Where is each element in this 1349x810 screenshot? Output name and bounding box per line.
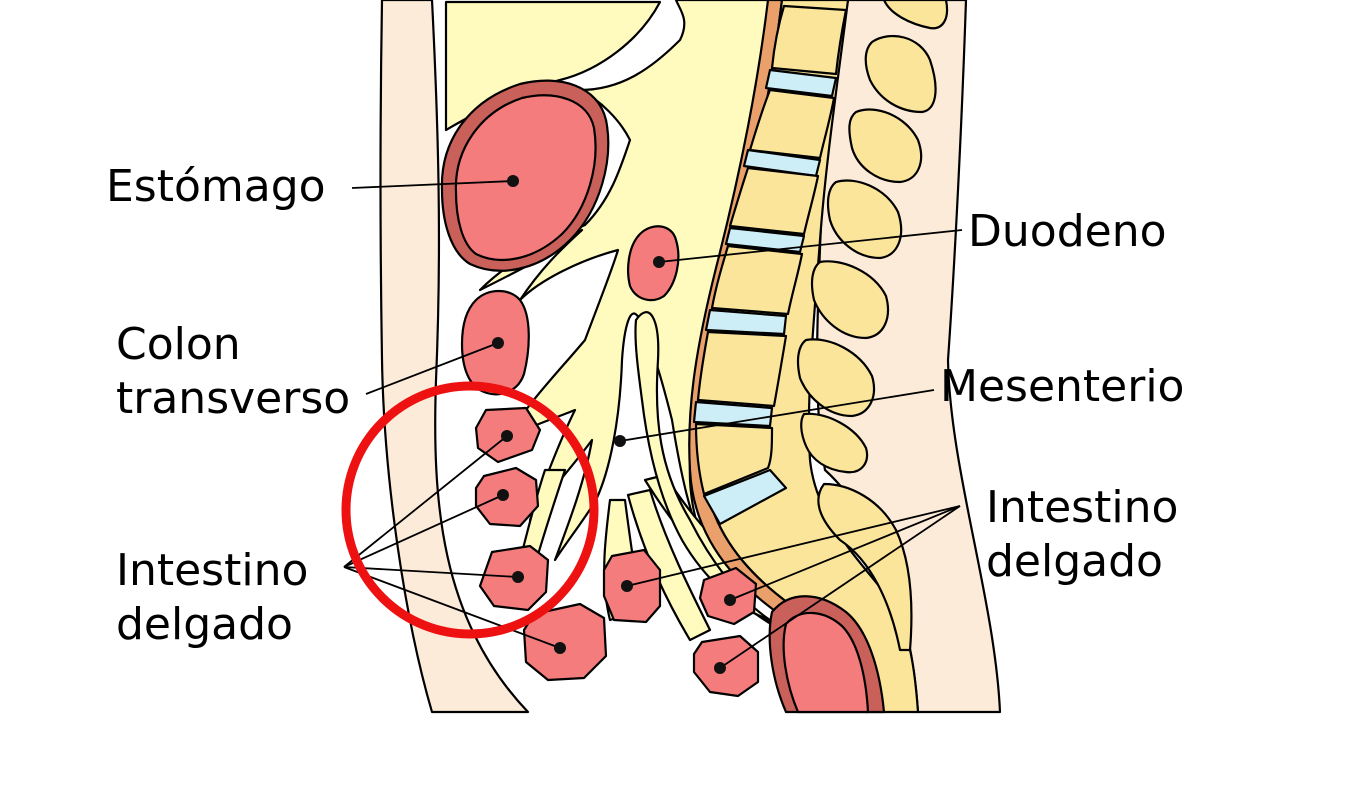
- label-intestino-right-line-1: Intestino: [986, 482, 1179, 533]
- disc-4: [704, 308, 788, 336]
- label-colon-line-1: Colon: [116, 319, 241, 370]
- leader-int-izq-2: [343, 494, 504, 568]
- rectum: [782, 611, 870, 714]
- leader-mesenterio: [619, 389, 935, 442]
- spinous-process-3: [848, 108, 923, 184]
- label-estomago-text: Estómago: [106, 161, 326, 212]
- disc-3: [724, 226, 806, 254]
- dot-estomago: [507, 175, 519, 187]
- spinous-process-5: [810, 260, 890, 340]
- dot-duodeno: [653, 256, 665, 268]
- label-duodeno: Duodeno: [968, 205, 1167, 259]
- label-intestino-right-line-2: delgado: [986, 536, 1163, 587]
- leader-duodeno: [658, 229, 963, 263]
- leader-colon: [365, 342, 499, 395]
- small-intestine-4: [522, 602, 608, 682]
- disc-6: [702, 468, 788, 526]
- vertebra-5: [696, 330, 788, 408]
- dot-colon: [492, 337, 504, 349]
- label-colon-transverso: Colon transverso: [116, 318, 350, 426]
- label-intestino-left-line-1: Intestino: [116, 545, 309, 596]
- vertebra-1: [770, 4, 848, 76]
- small-intestine-7: [692, 634, 760, 698]
- label-intestino-delgado-left: Intestino delgado: [116, 544, 308, 652]
- vertebra-2: [748, 88, 836, 160]
- dot-int-5: [621, 580, 633, 592]
- leader-int-der-1: [626, 505, 961, 587]
- mesentery-strand-2: [626, 488, 712, 642]
- dot-int-3: [512, 571, 524, 583]
- label-mesenterio: Mesenterio: [940, 360, 1184, 414]
- leader-int-der-3: [719, 505, 961, 669]
- label-estomago: Estómago: [106, 160, 326, 214]
- dot-int-1: [501, 430, 513, 442]
- dot-int-4: [554, 642, 566, 654]
- red-circle-highlight: [341, 381, 599, 639]
- vertebra-4: [710, 244, 804, 316]
- leader-estomago: [351, 180, 514, 189]
- label-colon-line-2: transverso: [116, 373, 351, 424]
- dot-int-7: [714, 662, 726, 674]
- vertebra-3: [728, 166, 820, 236]
- spinous-process-1: [882, 0, 949, 30]
- dot-mesenterio: [614, 435, 626, 447]
- dot-int-6: [724, 594, 736, 606]
- stomach: [454, 94, 597, 261]
- dot-int-2: [497, 489, 509, 501]
- label-mesenterio-text: Mesenterio: [940, 361, 1185, 412]
- label-intestino-left-line-2: delgado: [116, 599, 293, 650]
- spinous-process-7: [800, 412, 869, 474]
- label-intestino-delgado-right: Intestino delgado: [986, 481, 1178, 589]
- leader-int-der-2: [729, 505, 961, 601]
- vertebra-6: [694, 422, 774, 496]
- spinous-process-2: [864, 34, 937, 114]
- spinous-process-6: [796, 338, 876, 418]
- leader-int-izq-3: [343, 566, 519, 578]
- leader-int-izq-4: [343, 566, 561, 649]
- sacrum: [817, 482, 913, 652]
- disc-1: [764, 68, 838, 98]
- leader-int-izq-1: [343, 435, 508, 568]
- label-duodeno-text: Duodeno: [968, 206, 1167, 257]
